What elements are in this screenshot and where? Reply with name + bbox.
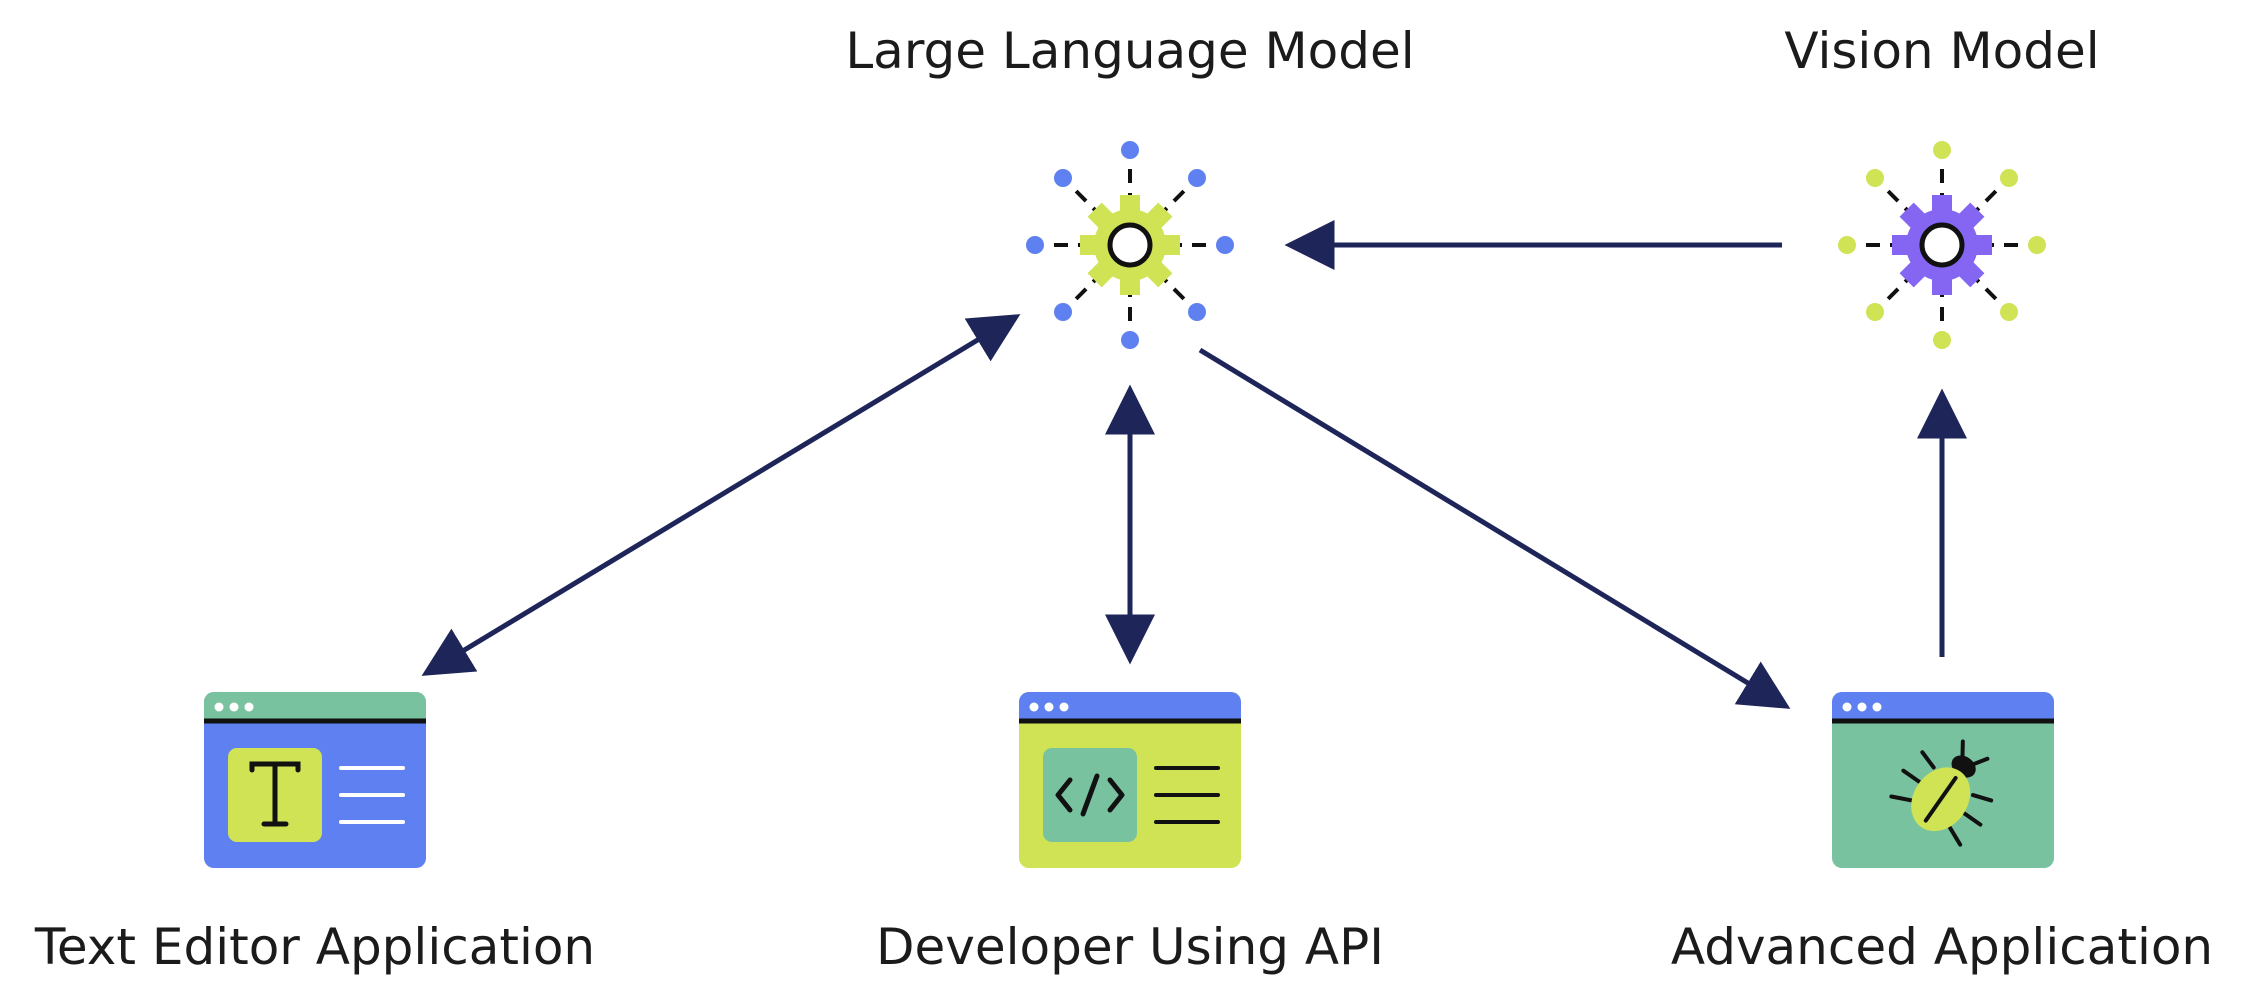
llm-gear-icon — [1026, 141, 1234, 349]
node-developer: Developer Using API — [876, 692, 1384, 976]
node-advanced: Advanced Application — [1671, 692, 2213, 976]
developer-label: Developer Using API — [876, 918, 1384, 976]
advanced-window-icon — [1832, 692, 2054, 868]
node-text-editor: Text Editor Application — [34, 692, 595, 976]
code-brackets-icon — [1055, 773, 1125, 817]
edges — [421, 220, 1967, 709]
text-editor-label: Text Editor Application — [34, 918, 595, 976]
edge-llm-advanced — [1198, 347, 1791, 709]
bug-icon — [1889, 739, 1994, 847]
llm-label: Large Language Model — [845, 22, 1414, 80]
node-llm: Large Language Model — [845, 22, 1415, 349]
text-editor-window-icon — [204, 692, 426, 868]
llm-dots — [1026, 141, 1234, 349]
vision-label: Vision Model — [1784, 22, 2099, 80]
edge-text-editor-llm — [421, 314, 1021, 676]
vision-gear-icon — [1838, 141, 2046, 349]
advanced-label: Advanced Application — [1671, 918, 2213, 976]
text-t-icon — [249, 761, 301, 827]
developer-window-icon — [1019, 692, 1241, 868]
vision-dots — [1838, 141, 2046, 349]
node-vision: Vision Model — [1784, 22, 2100, 349]
